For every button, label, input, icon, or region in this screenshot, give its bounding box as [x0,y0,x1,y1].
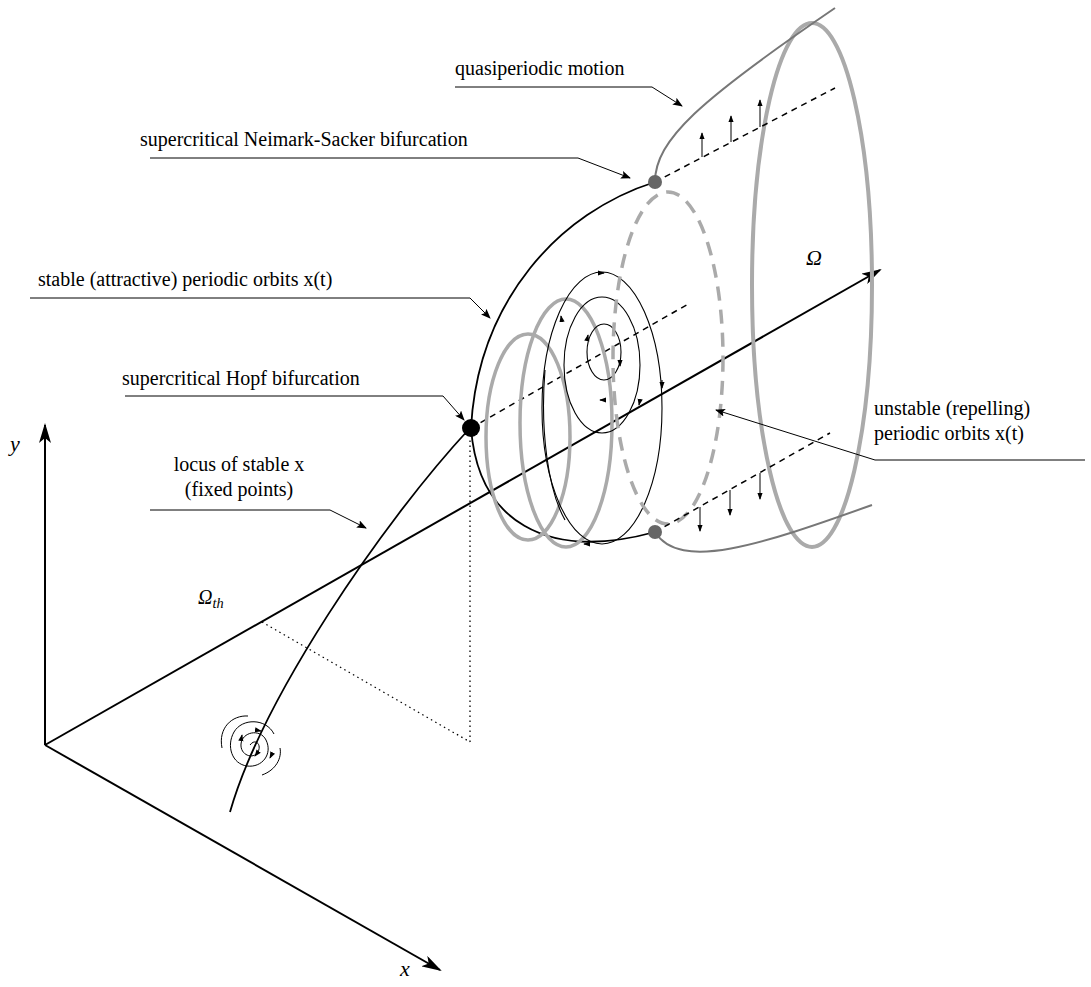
annotation-label: quasiperiodic motion [455,56,624,81]
torus-envelope-upper [655,8,835,182]
annotation-label: stable (attractive) periodic orbits x(t) [38,267,332,292]
leader-lines [30,87,1085,528]
x-axis [45,745,440,970]
orbit-envelope-lower [471,428,655,542]
annotation-label: y [10,430,20,458]
annotation-label: x [400,955,410,983]
unstable-fixed-points [471,303,690,428]
ns-point [648,175,662,189]
repelling-arrows [700,100,760,531]
annotation-label: Ω [806,244,822,272]
ns-point [648,525,662,539]
annotation-label: unstable (repelling) periodic orbits x(t… [874,396,1069,446]
annotation-label: supercritical Hopf bifurcation [122,366,360,391]
stable-focus-spiral [221,716,280,775]
annotation-label: supercritical Neimark-Sacker bifurcation [140,127,468,152]
annotation-label: Ωth [198,585,224,610]
unstable-branch-lower [655,433,830,532]
annotation-label: locus of stable x (fixed points) [148,452,330,502]
unstable-branch-upper [655,88,835,182]
hopf-point [462,419,480,437]
converging-trajectories [542,272,662,544]
large-orbit [752,23,872,547]
torus-envelope-lower [655,505,872,552]
stable-orbit [520,299,612,547]
y-axis [44,425,46,745]
stable-orbit [486,334,570,540]
unstable-orbit [613,192,723,524]
projection-lines [262,438,470,742]
